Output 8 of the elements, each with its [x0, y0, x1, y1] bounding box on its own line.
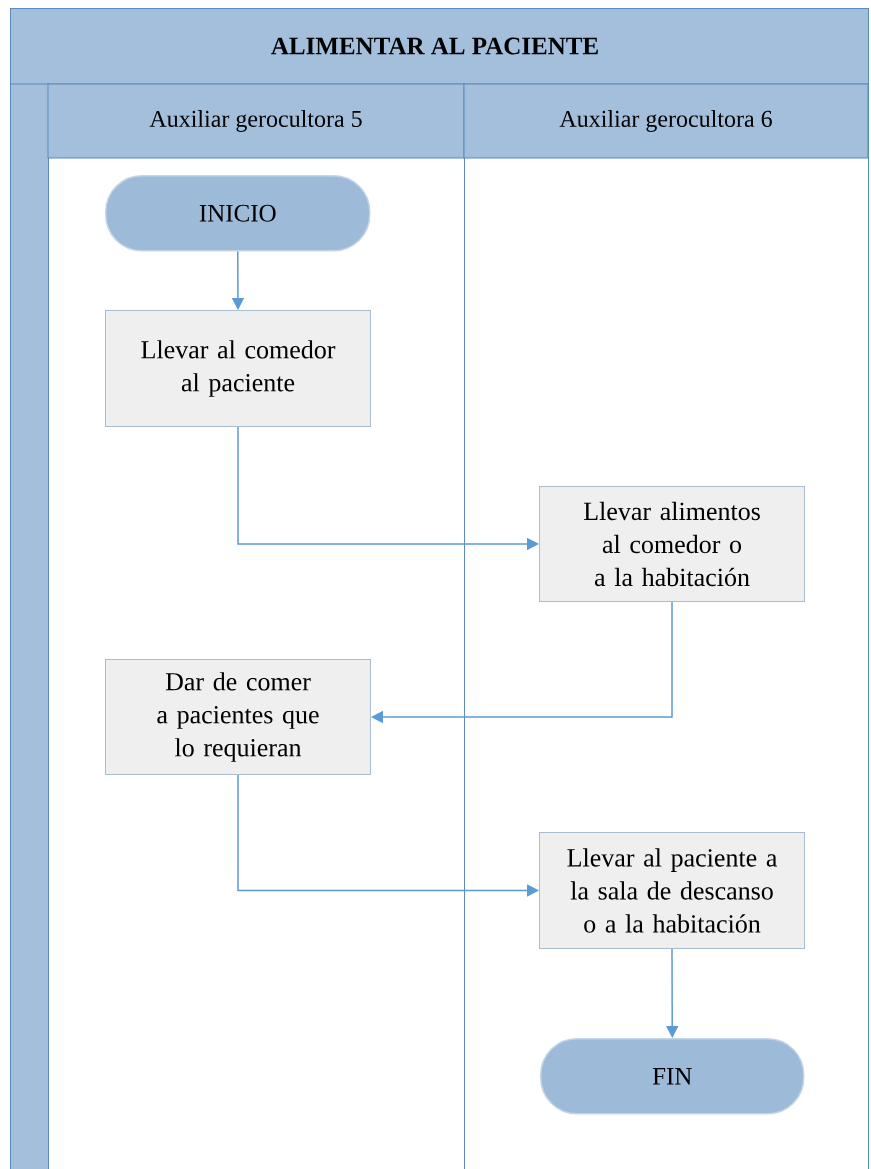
arrow: [666, 948, 679, 1038]
arrow: [371, 601, 673, 724]
process-box: Llevar al paciente a la sala de descanso o a la habitación: [539, 832, 805, 949]
process-box: Llevar alimentos al comedor o a la habitación: [539, 486, 805, 602]
arrow: [237, 774, 539, 897]
process-box: Dar de comer a pacientes que lo requieran: [105, 659, 371, 775]
node-label: Auxiliar gerocultora 5: [149, 110, 362, 132]
process-box: Llevar al comedor al paciente: [105, 310, 371, 427]
